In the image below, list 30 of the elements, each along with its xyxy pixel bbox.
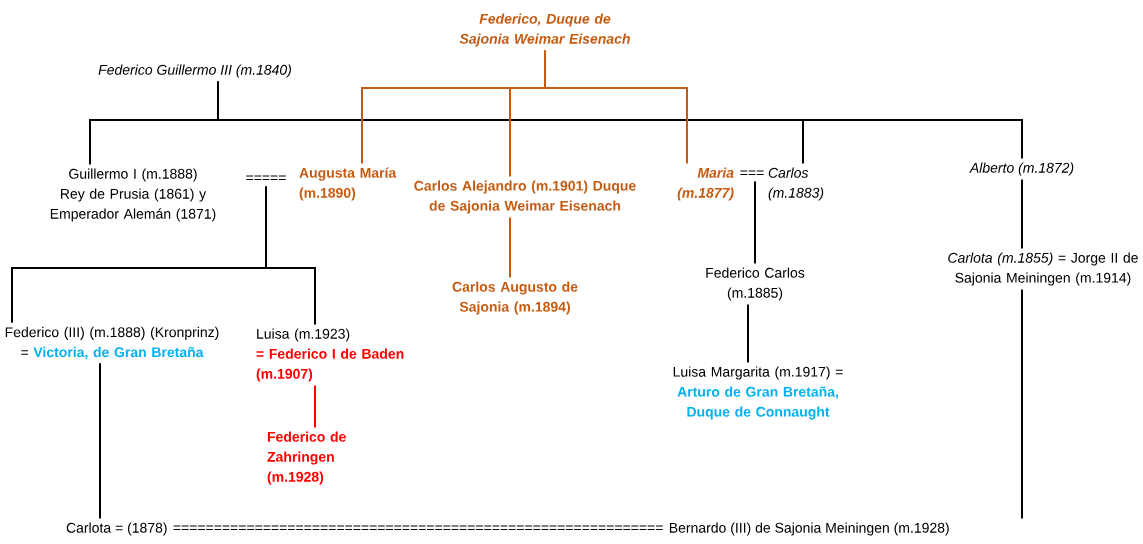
descent-line [544,49,688,165]
descent-line [1021,288,1023,520]
person-name: Augusta María (m.1890) [299,167,397,201]
descent-line [314,384,316,429]
person-name: Maria (m.1877) [677,167,734,201]
person-name: Federico Guillermo III (m.1840) [98,64,291,78]
person-name: Federico (III) (m.1888) (Kronprinz) = Victoria, de Gran Bretaña [5,326,219,360]
descent-line [217,80,1023,160]
person-name: Carlos Alejandro (m.1901) Duque de Sajonia Weimar Eisenach [414,180,636,214]
person-name: Federico Carlos (m.1885) [706,267,805,301]
marriage-sign: === [740,170,764,176]
person-name: Carlos (m.1883) [768,167,824,201]
person-name: Carlos Augusto de Sajonia (m.1894) [452,281,578,315]
person-name: Carlota = (1878) [66,522,167,536]
person-name: Guillermo I (m.1888) Rey de Prusia (1861) y Emperador Alemán (1871) [50,168,216,222]
descent-line [99,362,101,520]
person-name: Luisa (m.1923) = Federico I de Baden (m.1907) [256,328,404,382]
descent-line [754,180,756,265]
person-name: Federico, Duque de Sajonia Weimar Eisenach [459,13,630,47]
person-name: Luisa Margarita (m.1917) = Arturo de Gran Bretaña, Duque de Connaught [673,366,843,420]
marriage-sign: ============================================================ [173,525,663,531]
descent-line [747,303,749,364]
marriage-sign: ===== [246,175,286,181]
descent-line [265,185,316,326]
descent-line [509,216,511,279]
person-name: Federico de Zahringen (m.1928) [267,431,346,485]
person-name: Alberto (m.1872) [969,162,1074,176]
person-name: Bernardo (III) de Sajonia Meiningen (m.1928) [669,522,949,536]
person-name: Carlota (m.1855) = Jorge II de Sajonia Meiningen (m.1914) [948,252,1138,286]
descent-line [1021,178,1023,250]
